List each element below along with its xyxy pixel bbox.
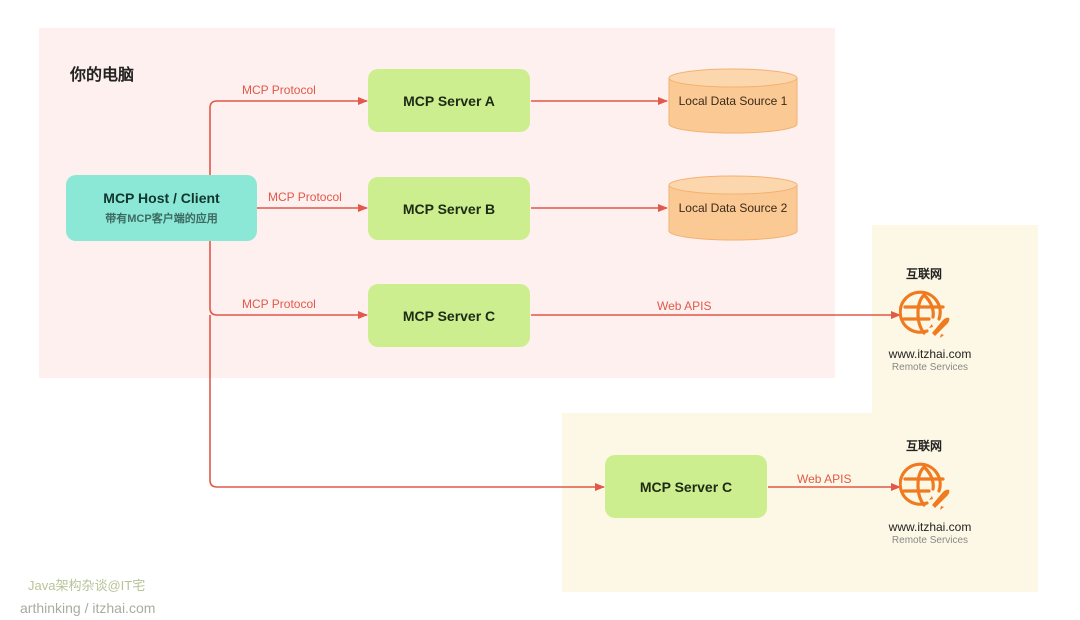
watermark-line-1: Java架构杂谈@IT宅 — [28, 578, 146, 593]
globe-rocket-icon — [899, 462, 950, 510]
edge-label-protocol-c: MCP Protocol — [242, 297, 316, 311]
watermark-line-2: arthinking / itzhai.com — [20, 600, 156, 616]
internet-zone — [872, 225, 1038, 415]
mcp-server-c-node: MCP Server C — [368, 284, 530, 347]
local-data-source-1: Local Data Source 1 — [668, 68, 798, 134]
host-subtitle: 带有MCP客户端的应用 — [105, 213, 218, 225]
edge-label-protocol-b: MCP Protocol — [268, 190, 342, 204]
edge-label-web-apis-1: Web APIS — [657, 299, 712, 313]
internet-sub-2: Remote Services — [891, 535, 969, 546]
edge-label-web-apis-2: Web APIS — [797, 472, 852, 486]
mcp-server-c-remote-node: MCP Server C — [605, 455, 767, 518]
internet-title-2: 互联网 — [906, 439, 943, 453]
your-computer-title: 你的电脑 — [70, 67, 135, 84]
ds2-label: Local Data Source 2 — [678, 201, 788, 215]
internet-url-1: www.itzhai.com — [888, 347, 972, 361]
edge-host-to-server-c2 — [209, 315, 605, 491]
edge-host-to-server-a — [209, 97, 368, 175]
globe-rocket-icon — [899, 290, 950, 338]
mcp-server-a-node: MCP Server A — [368, 69, 530, 132]
local-data-source-2: Local Data Source 2 — [668, 175, 798, 241]
edge-host-to-server-c — [209, 241, 368, 319]
ds1-label: Local Data Source 1 — [678, 94, 788, 108]
database-icon — [668, 68, 798, 134]
database-icon — [668, 175, 798, 241]
mcp-host-client-node: MCP Host / Client 带有MCP客户端的应用 — [66, 175, 257, 241]
internet-url-2: www.itzhai.com — [888, 520, 972, 534]
host-title: MCP Host / Client — [103, 190, 220, 206]
internet-sub-1: Remote Services — [891, 362, 969, 373]
internet-title-1: 互联网 — [906, 267, 943, 281]
edge-label-protocol-a: MCP Protocol — [242, 83, 316, 97]
mcp-server-b-node: MCP Server B — [368, 177, 530, 240]
